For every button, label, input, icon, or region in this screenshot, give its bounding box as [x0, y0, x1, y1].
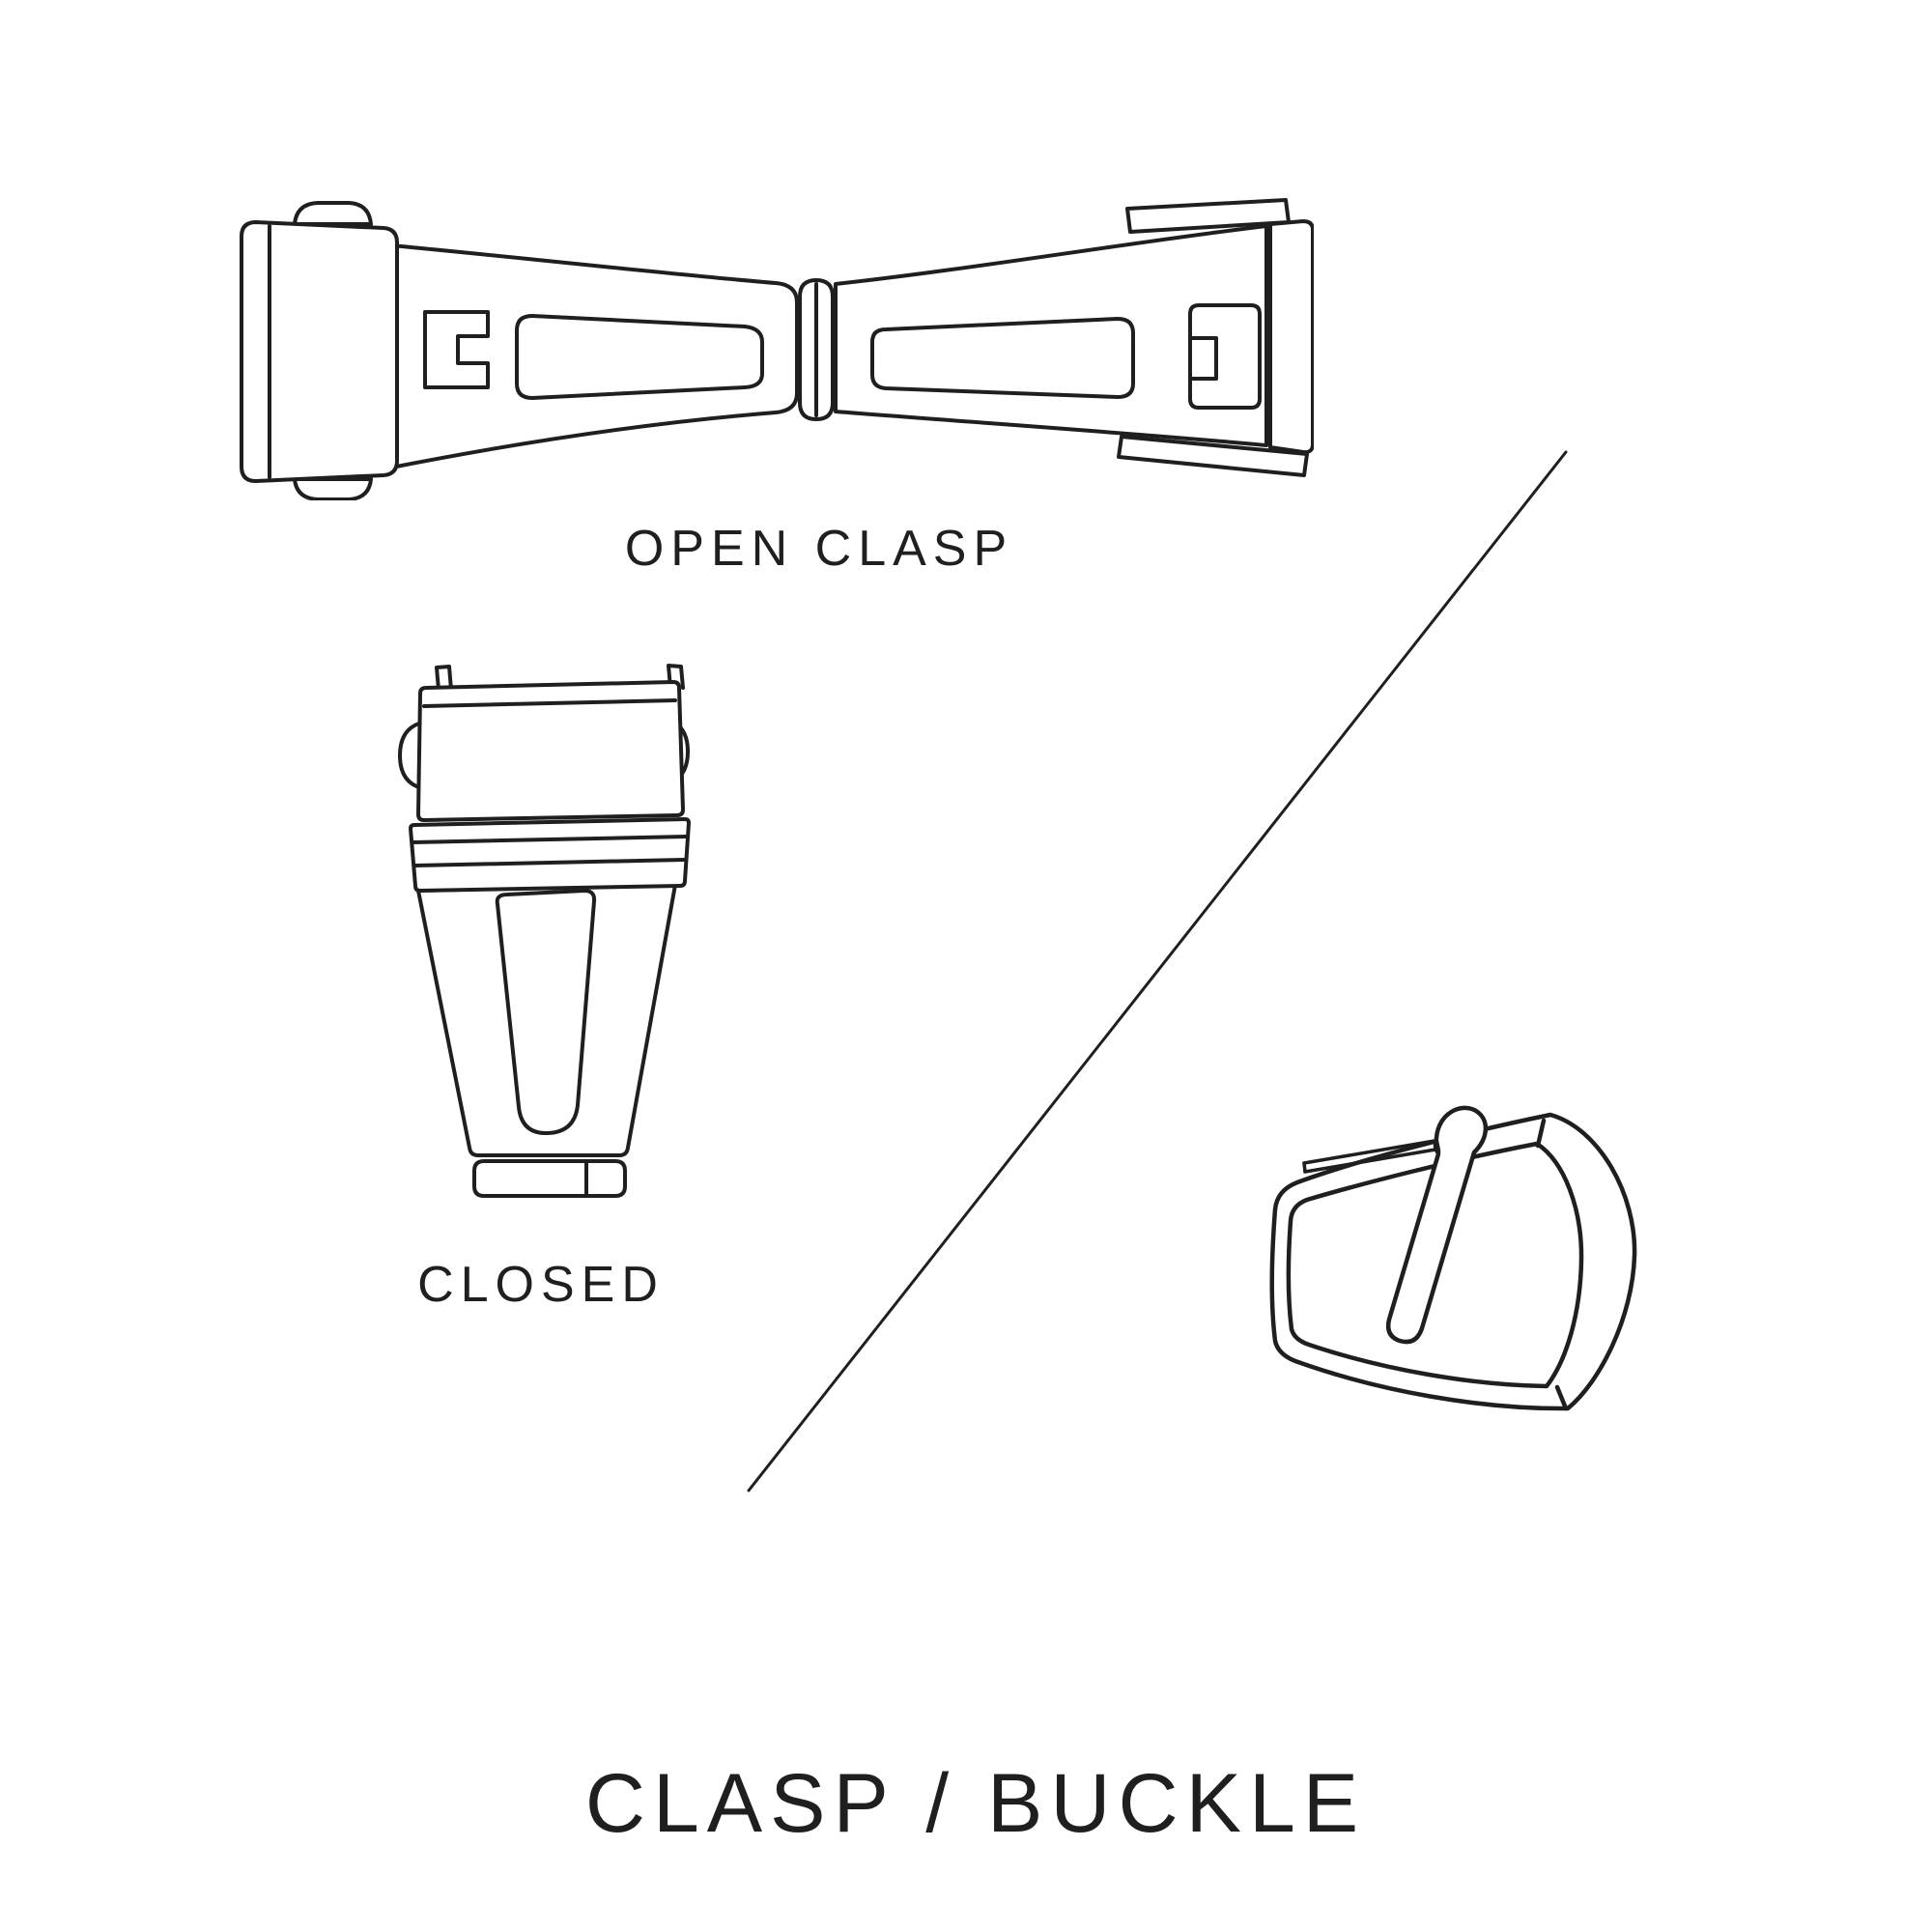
spring-bar-top-line	[1302, 1139, 1436, 1165]
closed-clasp-top-block	[416, 680, 685, 822]
left-arm-body	[389, 243, 799, 469]
frame-seam-bottom	[1554, 1384, 1569, 1411]
open-clasp-center-hinge	[798, 278, 835, 421]
left-hook-notch	[423, 310, 490, 389]
end-link-top-bump	[293, 201, 373, 226]
divider-line	[747, 450, 1568, 1492]
right-end-cap	[1268, 219, 1314, 455]
open-clasp-label: OPEN CLASP	[624, 521, 1014, 577]
prong-right	[667, 664, 685, 690]
tongue-pin	[1385, 1105, 1489, 1345]
closed-clasp-illustration	[398, 664, 691, 1198]
buckle-tongue	[1385, 1105, 1489, 1345]
spring-bar-end	[1302, 1161, 1307, 1174]
tab-left	[398, 721, 424, 790]
spring-bar-bottom-line	[1303, 1148, 1437, 1174]
end-link-plate	[240, 220, 399, 483]
open-clasp-right-arm	[834, 198, 1314, 477]
open-clasp-illustration	[240, 198, 1314, 500]
band-line-1	[412, 835, 688, 844]
closed-clasp-band	[409, 817, 691, 893]
right-hook-inner	[1188, 336, 1218, 381]
right-arm-window	[870, 317, 1135, 399]
band-line-2	[413, 858, 686, 867]
body-window	[495, 889, 597, 1136]
open-clasp-left-end-link	[240, 201, 490, 500]
top-block-edge-line	[422, 698, 677, 708]
right-bottom-strip	[1117, 435, 1309, 477]
buckle-spring-bar	[1302, 1139, 1437, 1174]
right-hook-plate	[1188, 303, 1262, 410]
closed-clasp-foot	[472, 1159, 627, 1198]
top-block-plate	[416, 680, 685, 822]
buckle-illustration	[1269, 1105, 1637, 1411]
closed-clasp-body	[416, 883, 677, 1157]
frame-seam-top	[1535, 1118, 1547, 1149]
closed-clasp-window	[495, 889, 597, 1136]
open-clasp-left-arm	[389, 243, 799, 469]
diagram-title: CLASP / BUCKLE	[584, 1757, 1367, 1850]
prong-left	[435, 665, 453, 692]
end-link-bottom-bump	[293, 477, 373, 500]
closed-clasp-label: CLOSED	[417, 1257, 665, 1313]
body-taper	[416, 883, 677, 1157]
closed-clasp-prongs	[435, 664, 685, 692]
left-arm-window	[515, 314, 764, 400]
